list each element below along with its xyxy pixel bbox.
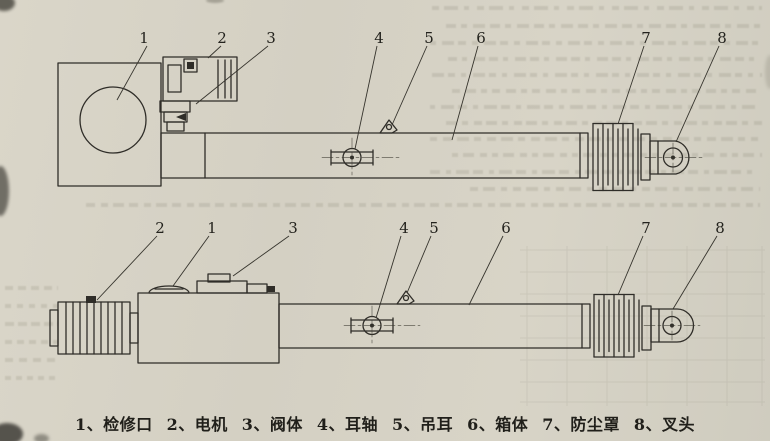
callout-bottom-1: 1: [207, 219, 217, 237]
callout-top-7: 7: [641, 29, 651, 47]
callout-top-3: 3: [266, 29, 276, 47]
lifting-lug-side: [396, 290, 415, 305]
callout-bottom-3: 3: [288, 219, 298, 237]
callout-top-2: 2: [217, 29, 227, 47]
scan-smudge: [765, 55, 770, 89]
cylinder-tube-side: [278, 303, 591, 349]
centerlines-side: [343, 305, 701, 346]
inspection-opening: [79, 86, 147, 154]
callout-top-8: 8: [717, 29, 727, 47]
figure-plan-view: [57, 56, 703, 192]
callout-bottom-7: 7: [641, 219, 651, 237]
callout-top-1: 1: [139, 29, 149, 47]
leader-lines: [96, 45, 720, 319]
caption-item: 1、检修口: [74, 415, 153, 434]
callout-bottom-8: 8: [715, 219, 725, 237]
caption-item: 8、叉头: [633, 415, 696, 434]
valve-body-side: [196, 273, 275, 294]
callout-top-6: 6: [476, 29, 486, 47]
scan-smudge: [0, 166, 9, 216]
scan-smudge: [206, 0, 224, 3]
cylinder-tube: [160, 132, 589, 179]
centerlines: [321, 137, 703, 178]
motor: [162, 56, 238, 102]
callout-top-4: 4: [374, 29, 384, 47]
figure-side-view: [49, 273, 701, 364]
motor-vent: [86, 296, 96, 303]
callout-top-5: 5: [424, 29, 434, 47]
housing-box: [57, 62, 162, 187]
callout-numbers: 1 2 3 4 5 6 7 8 2 1 3 4 5 6 7 8: [139, 29, 727, 237]
caption-item: 5、吊耳: [392, 415, 454, 434]
callout-bottom-6: 6: [501, 219, 511, 237]
lifting-lug: [379, 119, 398, 134]
motor-terminal-box: [187, 62, 194, 69]
dust-cover-bellows-side: [593, 293, 652, 358]
motor-side: [49, 296, 139, 355]
scan-smudge: [34, 434, 49, 441]
callout-bottom-5: 5: [429, 219, 439, 237]
housing-box-side: [137, 292, 280, 364]
caption-item: 7、防尘罩: [542, 415, 620, 434]
scan-smudge: [0, 423, 23, 441]
inspection-port: [148, 285, 190, 294]
figure-caption: 1、检修口 2、电机 3、阀体 4、耳轴 5、吊耳 6、箱体 7、防尘罩 8、叉头: [0, 411, 770, 435]
caption-item: 4、耳轴: [316, 415, 378, 434]
caption-item: 3、阀体: [241, 415, 303, 434]
caption-item: 6、箱体: [467, 415, 529, 434]
scan-smudge: [0, 0, 15, 11]
dust-cover-bellows: [592, 122, 651, 192]
callout-bottom-4: 4: [399, 219, 409, 237]
valve-body: [159, 100, 191, 132]
callout-bottom-2: 2: [155, 219, 165, 237]
caption-item: 2、电机: [166, 415, 228, 434]
